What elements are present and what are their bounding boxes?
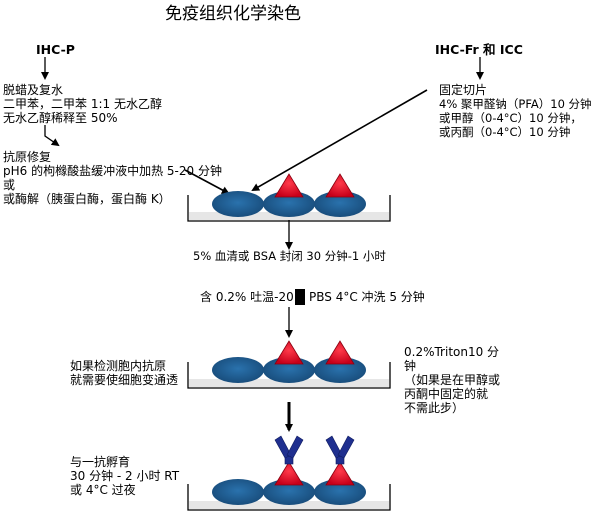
dewax-line-2: 无水乙醇稀释至 50% — [3, 111, 118, 125]
arrow-fix-to-slide — [251, 89, 428, 191]
perm-right-line-3: （如果是在甲醇或 — [404, 373, 501, 387]
wash-step-left: 含 0.2% 吐温-20 — [200, 290, 294, 304]
slide-tray — [187, 362, 391, 389]
slide-2 — [187, 340, 391, 389]
blocking-step: 5% 血清或 BSA 封闭 30 分钟-1 小时 — [193, 249, 386, 263]
antibody-y-shape — [274, 435, 304, 465]
cell — [212, 191, 264, 217]
wash-marker — [295, 289, 305, 305]
retrieval-heading: 抗原修复 — [3, 150, 52, 164]
cell — [314, 191, 366, 217]
cell — [212, 357, 264, 383]
primary-line-3: 或 4°C 过夜 — [70, 483, 136, 497]
antigen-triangle — [325, 173, 355, 198]
perm-right-line-1: 0.2%Triton10 分 — [404, 345, 500, 359]
dewax-line-1: 二甲苯，二甲苯 1:1 无水乙醇 — [3, 97, 162, 111]
antigen-triangle — [274, 173, 304, 198]
cell — [263, 191, 315, 217]
page-title: 免疫组织化学染色 — [165, 4, 301, 24]
antibody-y-shape — [325, 435, 355, 465]
primary-line-1: 与一抗孵育 — [70, 455, 131, 469]
perm-right-line-5: 不需此步） — [404, 401, 465, 415]
retrieval-line-2: 或 — [3, 178, 16, 192]
slide-tray — [187, 484, 391, 511]
fix-line-3: 或丙酮（0-4°C）10 分钟 — [439, 125, 571, 139]
arrow-retrieval-to-slide — [184, 169, 230, 194]
cell — [263, 479, 315, 505]
fix-line-2: 或甲醇（0-4°C）10 分钟， — [439, 111, 582, 125]
perm-right-line-2: 钟 — [404, 359, 417, 373]
perm-left-line-2: 就需要使细胞变通透 — [70, 373, 179, 387]
arrow-dewax-to-retrieval — [44, 125, 60, 147]
retrieval-line-3: 或酶解（胰蛋白酶，蛋白酶 K） — [3, 192, 171, 206]
antigen-triangle — [274, 340, 304, 365]
slide-tray — [187, 195, 391, 222]
ihcp-header: IHC-P — [36, 42, 75, 57]
perm-right-line-4: 丙酮中固定的就 — [404, 387, 489, 401]
wash-step-right: PBS 4°C 冲洗 5 分钟 — [309, 290, 425, 304]
cell — [212, 479, 264, 505]
primary-line-2: 30 分钟 - 2 小时 RT — [70, 469, 180, 483]
slide-3 — [187, 435, 391, 511]
slide-1 — [187, 173, 391, 222]
perm-left-line-1: 如果检测胞内抗原 — [70, 359, 167, 373]
cell — [314, 479, 366, 505]
ihcfr-icc-header: IHC-Fr 和 ICC — [435, 42, 523, 57]
antigen-triangle — [274, 461, 304, 486]
retrieval-line-1: pH6 的枸橼酸盐缓冲液中加热 5-20 分钟 — [3, 164, 222, 178]
fix-heading: 固定切片 — [439, 83, 488, 97]
fix-line-1: 4% 聚甲醛钠（PFA）10 分钟 — [439, 97, 592, 111]
antigen-triangle — [325, 461, 355, 486]
antigen-triangle — [325, 340, 355, 365]
dewax-heading: 脱蜡及复水 — [3, 83, 64, 97]
